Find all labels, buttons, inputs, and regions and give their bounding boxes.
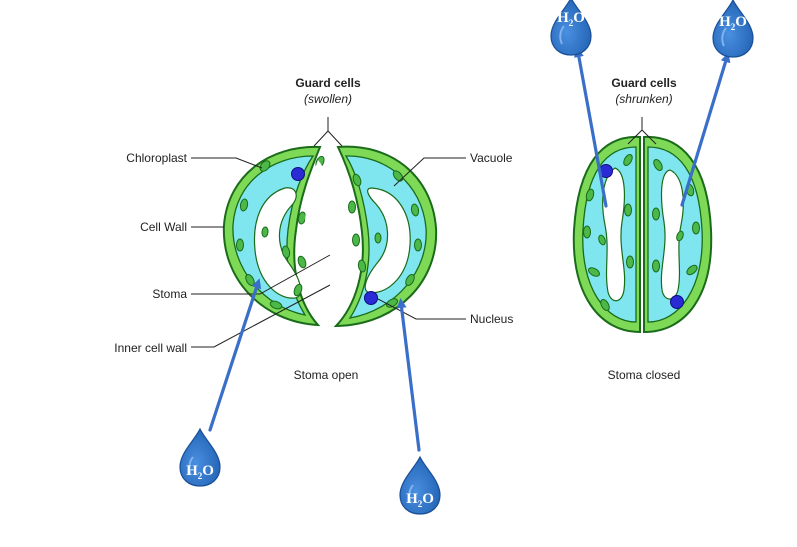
water-in-arrow-right [396,298,421,452]
guard-cells-label-open: Guard cells [295,76,361,90]
right-guard-cell-closed [643,135,713,334]
inner-cell-wall-leader [191,284,331,348]
guard-cells-label-closed: Guard cells [611,76,677,90]
stoma-closed-caption: Stoma closed [608,368,681,382]
water-out-arrow-right [680,52,731,207]
left-guard-cell-closed [572,135,641,334]
stoma-closed-diagram [572,117,713,334]
left-guard-cell-open [222,145,325,327]
stoma-pore [304,160,339,320]
svg-text:H2O: H2O [719,14,747,32]
stoma-open-diagram [222,117,438,328]
water-droplet-icon: H2O [399,456,441,515]
chloroplasts [652,159,700,276]
water-out-arrow-left [573,47,608,208]
water-droplet-icon: H2O [179,428,221,487]
water-droplet-icon: H2O [550,0,592,56]
svg-text:H2O: H2O [557,10,585,28]
cell-wall-label: Cell Wall [140,220,187,234]
water-droplet-icon: H2O [712,0,754,58]
chloroplasts [583,154,634,311]
svg-text:H2O: H2O [186,463,214,481]
stoma-open-caption: Stoma open [294,368,359,382]
water-in-arrow-left [208,278,262,432]
right-guard-cell-open [333,145,438,328]
nucleus-leader [377,298,466,320]
nucleus [364,291,378,305]
vacuole [602,167,626,302]
vacuole [660,169,684,300]
vacuole-leader [393,157,466,187]
nucleus [670,295,684,309]
swollen-label: (swollen) [304,92,352,106]
guard-cells-bracket [627,117,657,145]
inner-cell-wall-label: Inner cell wall [114,341,187,355]
nucleus-label: Nucleus [470,312,513,326]
stoma-label: Stoma [152,287,187,301]
vacuole-label: Vacuole [470,151,513,165]
svg-text:H2O: H2O [406,491,434,509]
chloroplasts [348,170,422,308]
chloroplast-label: Chloroplast [126,151,187,165]
nucleus [291,167,305,181]
vacuole [364,187,411,294]
stoma-leader [191,254,331,295]
chloroplasts [236,155,325,310]
chloroplast-leader [191,157,263,169]
guard-cells-bracket [313,117,343,147]
shrunken-label: (shrunken) [615,92,672,106]
